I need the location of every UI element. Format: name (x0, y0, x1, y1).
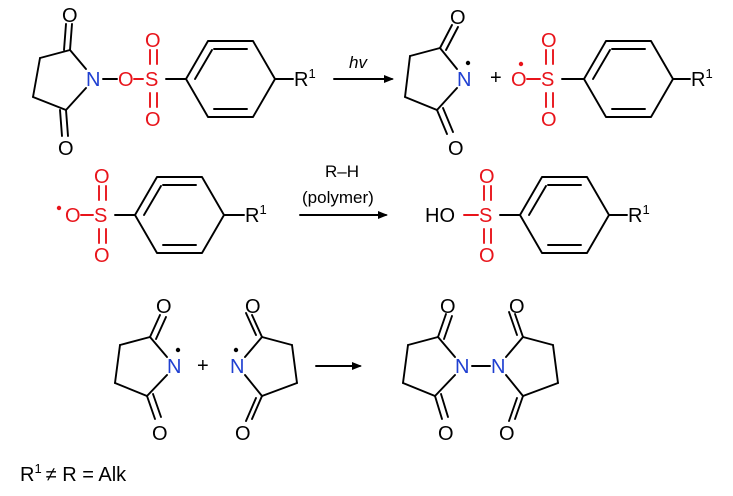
atom-oxygen: O (94, 166, 110, 188)
atom-hydroxyl: HO (425, 205, 455, 227)
atom-oxygen: O (511, 69, 527, 91)
atom-nitrogen: N (167, 356, 181, 378)
atom-nitrogen: N (86, 69, 100, 91)
radical-dot (56, 205, 62, 211)
substituent-r1: R1 (245, 202, 267, 227)
product-sulfonic-acid: HO S O O R1 (425, 166, 650, 267)
atom-nitrogen: N (457, 69, 471, 91)
atom-oxygen: O (479, 166, 495, 188)
atom-oxygen: O (145, 109, 161, 131)
atom-oxygen: O (94, 245, 110, 267)
atom-sulfur: S (145, 69, 158, 91)
atom-oxygen: O (448, 138, 464, 160)
reaction-arrow-2: R–H (polymer) (299, 162, 388, 219)
atom-oxygen: O (509, 296, 525, 318)
product-succinimidyl-radical: O O N (404, 7, 471, 160)
atom-oxygen: O (235, 423, 251, 445)
radical-dot (465, 60, 471, 66)
plus-sign: + (490, 67, 502, 89)
product-sulfonyloxy-radical: O S O O R1 (511, 30, 713, 131)
atom-oxygen: O (479, 245, 495, 267)
atom-oxygen: O (438, 423, 454, 445)
reactant-sulfonyloxy-radical: O S O O R1 (56, 166, 267, 267)
atom-oxygen: O (541, 30, 557, 52)
radical-dot (518, 61, 524, 67)
atom-oxygen: O (245, 296, 261, 318)
atom-oxygen: O (58, 138, 74, 160)
atom-oxygen: O (145, 30, 161, 52)
reactant-succinimidyl-radical-a: O O N (114, 296, 181, 445)
atom-oxygen: O (62, 5, 78, 27)
atom-oxygen: O (499, 423, 515, 445)
atom-nitrogen: N (230, 356, 244, 378)
atom-oxygen: O (152, 423, 168, 445)
substituent-r1: R1 (294, 66, 316, 91)
atom-nitrogen: N (491, 356, 505, 378)
reaction-arrow-1: hv (333, 53, 394, 83)
atom-oxygen: O (541, 109, 557, 131)
atom-oxygen: O (440, 296, 456, 318)
condition-reagent-note: (polymer) (302, 188, 374, 207)
atom-oxygen: O (118, 69, 134, 91)
product-bisuccinimide: O O N N O O (402, 296, 559, 445)
atom-sulfur: S (541, 69, 554, 91)
plus-sign: + (197, 355, 209, 377)
atom-oxygen: O (450, 7, 466, 29)
atom-nitrogen: N (455, 356, 469, 378)
atom-sulfur: S (94, 205, 107, 227)
reactant-n-sulfonyloxy-succinimide: O O N O S O O R1 (32, 5, 316, 160)
substituent-r1: R1 (691, 66, 713, 91)
reaction-arrow-3 (315, 362, 362, 370)
atom-oxygen: O (156, 296, 172, 318)
substituent-r1: R1 (628, 202, 650, 227)
atom-sulfur: S (479, 205, 492, 227)
radical-dot (233, 347, 239, 353)
condition-photolysis: hv (349, 53, 368, 72)
atom-oxygen: O (65, 205, 81, 227)
radical-dot (175, 347, 181, 353)
reactant-succinimidyl-radical-b: N O O (230, 296, 298, 445)
footnote-substituent-definition: R1≠ R = Alk (20, 461, 127, 486)
condition-reagent: R–H (325, 162, 359, 181)
